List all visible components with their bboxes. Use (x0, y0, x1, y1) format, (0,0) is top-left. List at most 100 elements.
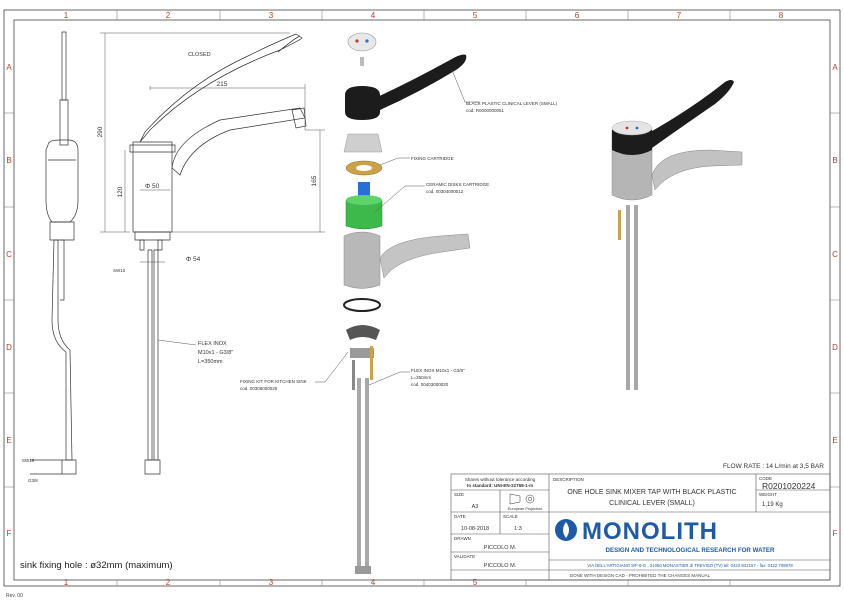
grid-col-4-bottom: 4 (371, 578, 376, 587)
grid-col-5-bottom: 5 (473, 578, 478, 587)
o-ring-part (343, 298, 381, 312)
company-address: VIA DELL'ARTIGIANO 8/F-8-G , 31050 MONAS… (587, 563, 793, 568)
grid-col-1: 1 (64, 11, 69, 20)
grid-col-2-bottom: 2 (166, 578, 171, 587)
grid-row-c-right: C (832, 250, 838, 259)
grid-row-d-right: D (832, 343, 838, 352)
weight-value: 1,19 Kg (762, 502, 783, 508)
description-line2: CLINICAL LEVER (SMALL) (609, 500, 695, 507)
closed-label: CLOSED (188, 52, 211, 58)
dim-phi50: Φ 50 (145, 183, 160, 190)
size-value: A3 (472, 504, 479, 510)
grid-col-6: 6 (575, 11, 580, 20)
cap-part (347, 32, 377, 52)
title-block-frame (450, 473, 831, 581)
scale-label: SCALE (503, 514, 518, 519)
footer-note: DONE WITH DESIGN CAD - PROHIBITED THE CH… (570, 573, 711, 578)
sw10-label: SW10 (113, 268, 126, 273)
grid-row-d: D (6, 343, 12, 352)
revision-label: Rev. 00 (6, 593, 23, 599)
monolith-logo (555, 519, 577, 541)
front-view (129, 33, 307, 475)
grid-row-f: F (7, 529, 12, 538)
flex-callout-name: FLEX INOX M10x1 - G3/8" (411, 368, 465, 373)
grid-row-labels: A B C D E F A B C D E F (6, 63, 838, 538)
lever-callout-code: cod. R0000000051 (466, 108, 505, 113)
date-value: 10-08-2018 (461, 526, 489, 532)
tolerance-line2: to standard: UNI-EN-22768-1-m (467, 483, 533, 488)
lever-callout-name: BLACK PLASTIC CLINICAL LEVER (SMALL) (466, 101, 558, 106)
flex-leader (157, 339, 197, 346)
flow-rate: FLOW RATE : 14 L/min at 3,5 BAR (723, 463, 824, 470)
sink-fixing-note: sink fixing hole : ø32mm (maximum) (20, 560, 173, 571)
code-label: CODE (759, 476, 772, 481)
grid-row-a-right: A (832, 63, 838, 72)
grid-col-8: 8 (779, 11, 784, 20)
grid-col-7: 7 (677, 11, 682, 20)
grid-row-e-right: E (832, 436, 837, 445)
weight-label: WEIGHT (759, 492, 777, 497)
dimension-lines (100, 32, 325, 263)
dim-290: 290 (97, 126, 104, 137)
outer-frame (3, 9, 841, 587)
fixing-kit-callout-name: FIXING KIT FOR KITCHEN SINK (240, 379, 307, 384)
grid-col-3-bottom: 3 (269, 578, 274, 587)
grid-col-5: 5 (473, 11, 478, 20)
tolerance-line1: Shares without tolerance according (465, 477, 536, 482)
flex-callout-code: cod. 00403000020 (411, 382, 449, 387)
dim-165: 165 (311, 175, 318, 186)
code-value: R0201020224 (762, 481, 816, 491)
grid-col-2: 2 (166, 11, 171, 20)
fixing-kit-callout-code: cod. 00306000025 (240, 386, 278, 391)
grid-col-1-bottom: 1 (64, 578, 69, 587)
drawn-value: PICCOLO M. (484, 545, 517, 551)
tap-spout-part (379, 233, 471, 279)
cartridge-stem (358, 182, 370, 198)
grid-ticks (4, 10, 840, 586)
dim-phi54: Φ 54 (186, 256, 201, 263)
ceramic-cartridge-part (345, 199, 383, 230)
ceramic-callout-name: CERAMIC DISKS CARTRIDGE (426, 182, 489, 187)
drawn-label: DRAWN (454, 536, 471, 541)
tap-body-part (343, 231, 381, 289)
flex-line3: L=350mm (198, 359, 223, 365)
ring-part (343, 133, 383, 153)
screw-part (360, 57, 364, 66)
side-view (30, 31, 79, 475)
size-label: SIZE (454, 492, 464, 497)
description-line1: ONE HOLE SINK MIXER TAP WITH BLACK PLAST… (567, 489, 736, 496)
black-lever-arm (375, 54, 467, 110)
projection-label: European Projection (508, 507, 542, 511)
flex-line1: FLEX INOX (198, 341, 227, 347)
dim-120: 120 (117, 186, 124, 197)
validate-label: VALIDATE (454, 554, 475, 559)
projection-icon (509, 493, 535, 505)
flex-pipe-right (365, 378, 369, 566)
callout-leaders (315, 69, 480, 386)
ceramic-callout-code: cod. 00304000012 (426, 189, 464, 194)
black-lever-hub (345, 86, 380, 120)
sw19-label: SW19 (22, 458, 35, 463)
grid-row-b: B (6, 156, 11, 165)
fixing-kit-part (346, 325, 380, 340)
flex-callout-len: L=350mm (411, 375, 431, 380)
flex-line2: M10x1 - G3/8" (198, 350, 233, 356)
company-tagline: DESIGN AND TECHNOLOGICAL RESEARCH FOR WA… (605, 547, 775, 554)
g38-label: G3/8 (28, 478, 38, 483)
scale-value: 1:3 (514, 526, 522, 532)
fixing-nut-part (350, 348, 374, 358)
grid-column-labels: 1 2 3 4 5 6 7 8 1 2 3 4 5 (64, 11, 784, 587)
grid-col-4: 4 (371, 11, 376, 20)
grid-row-b-right: B (832, 156, 837, 165)
grid-col-3: 3 (269, 11, 274, 20)
flex-pipe-left (357, 378, 361, 566)
date-label: DATE (454, 514, 466, 519)
grid-row-c: C (6, 250, 12, 259)
fixing-cartridge-callout: FIXING CARTRIDGE (411, 156, 454, 161)
exploded-view (343, 32, 471, 574)
validate-value: PICCOLO M. (484, 563, 517, 569)
company-name: MONOLITH (582, 518, 718, 545)
grid-row-a: A (6, 63, 12, 72)
